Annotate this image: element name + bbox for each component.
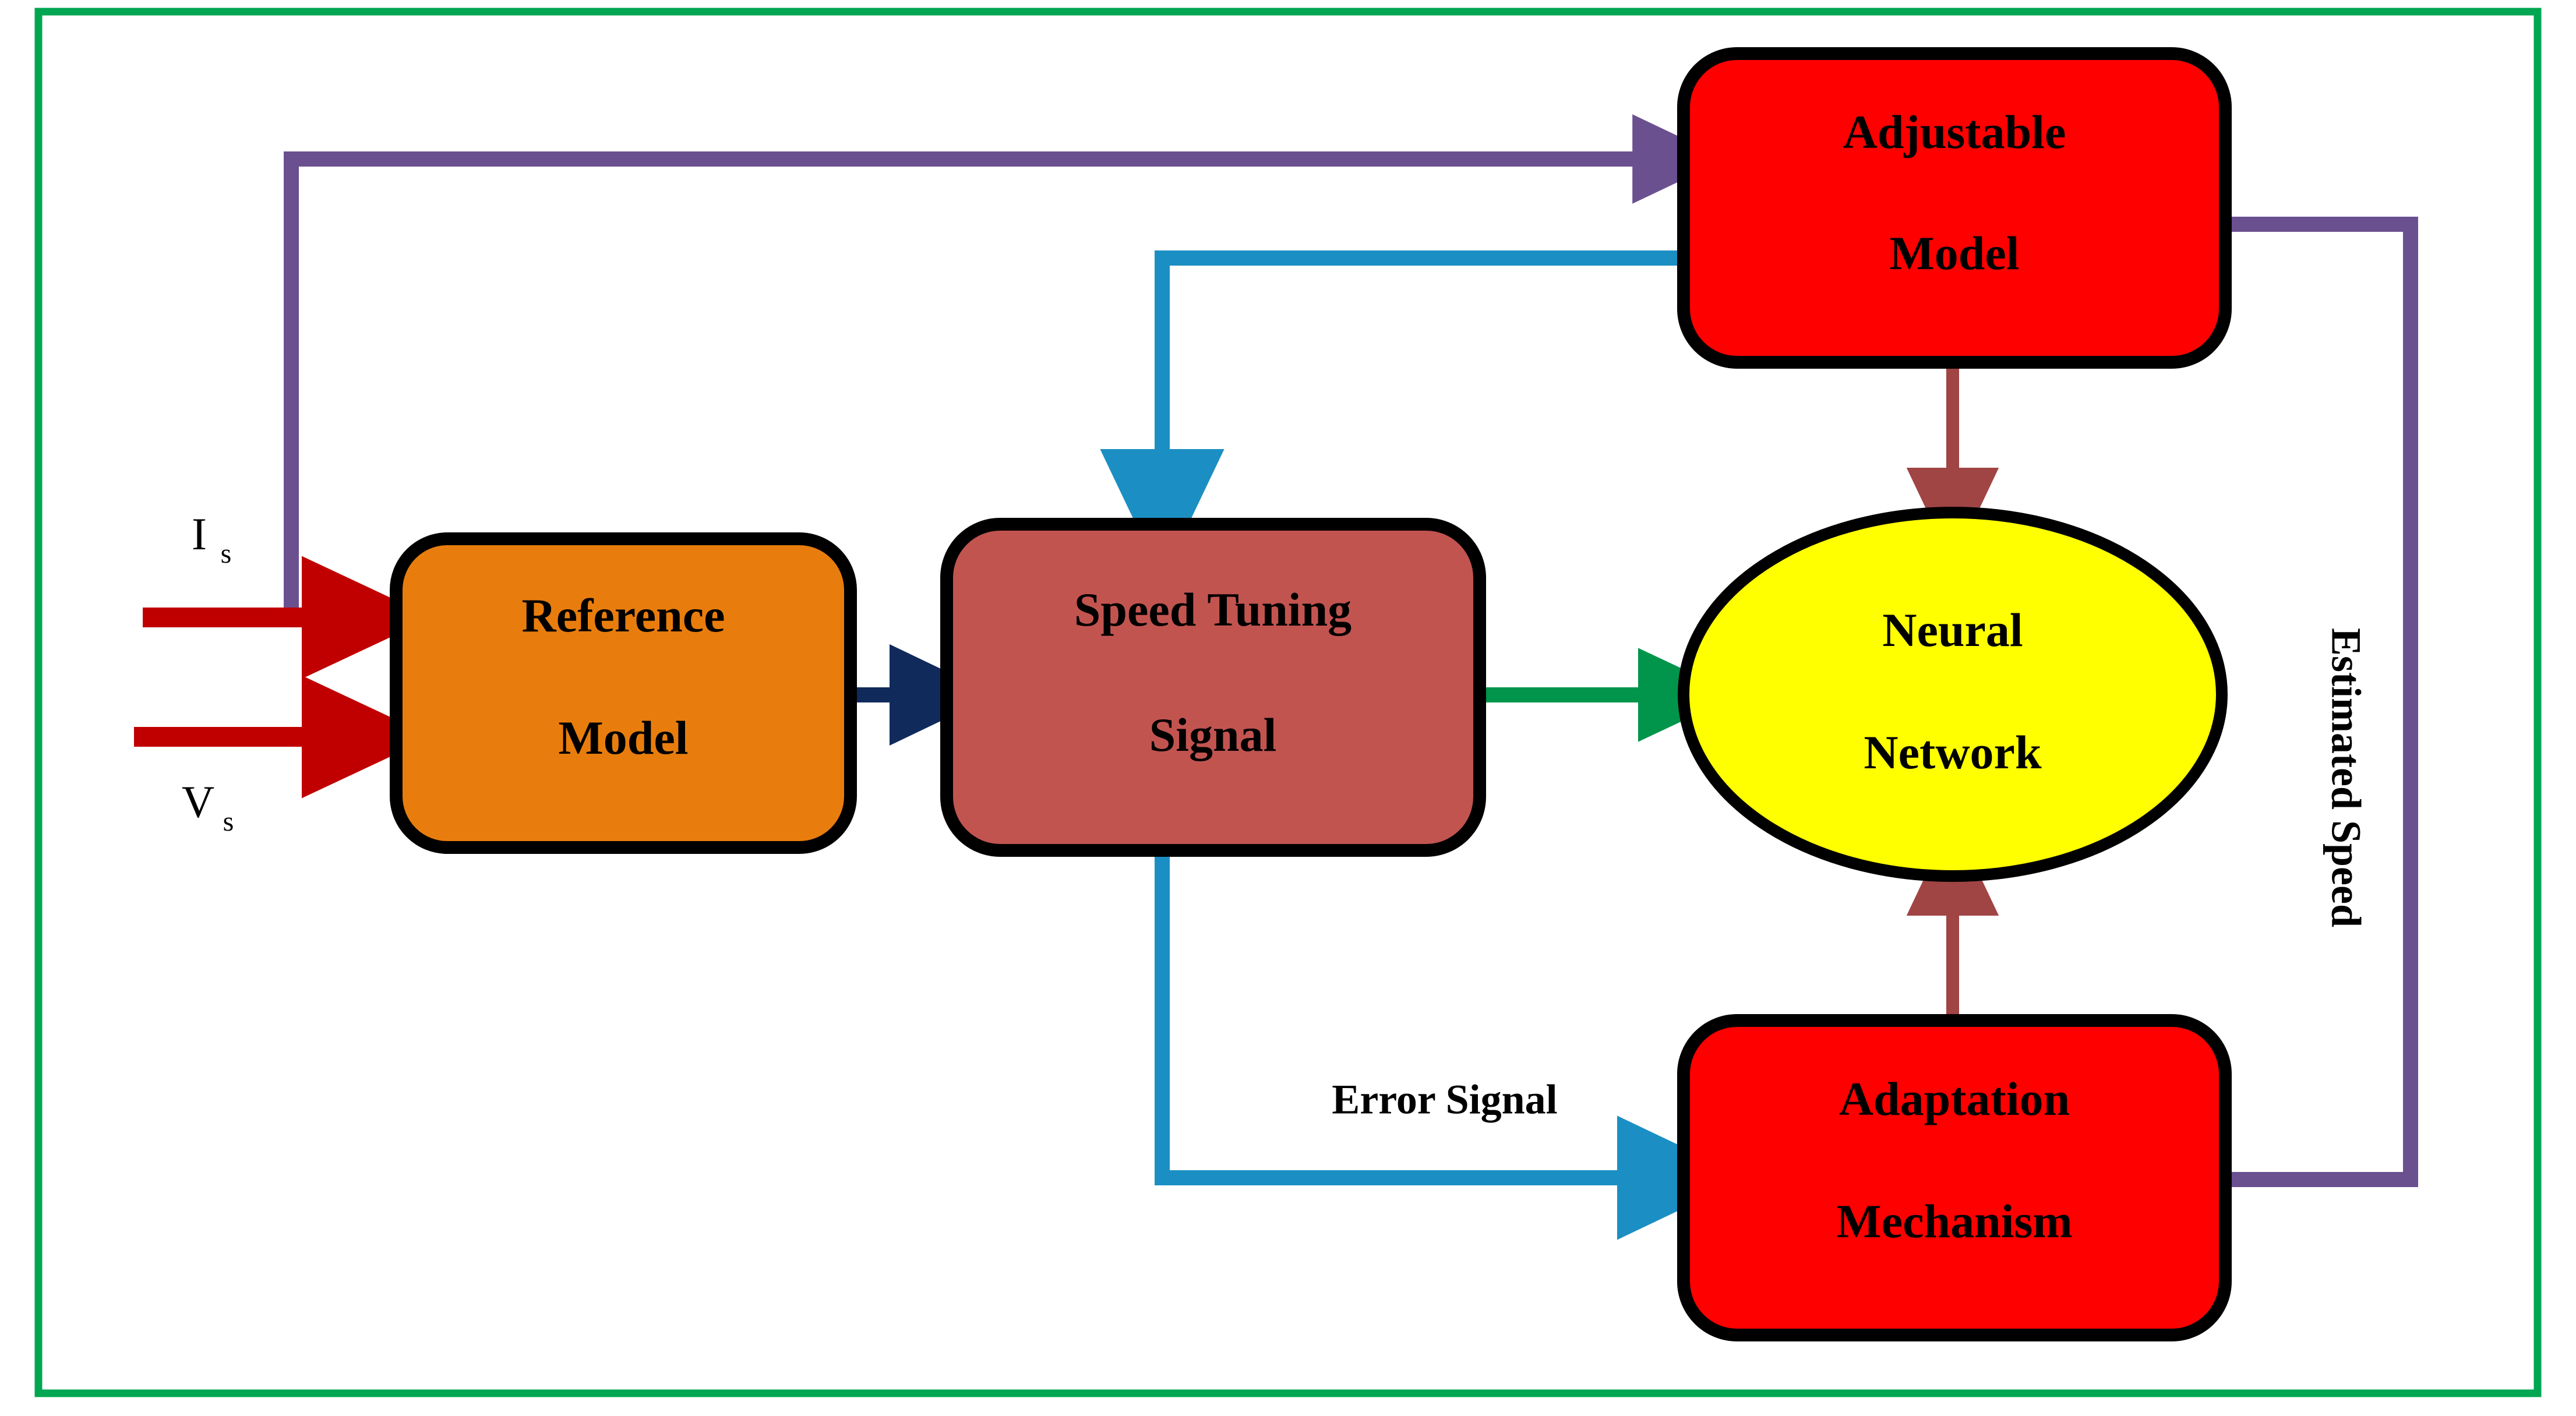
node-adjustable-model[interactable]: Adjustable Model (1677, 47, 2232, 369)
adaptation-mechanism-shape[interactable] (1677, 1014, 2232, 1341)
adjustable-model-label-line2: Model (1889, 227, 2019, 280)
speed-tuning-signal-label-line2: Signal (1149, 708, 1277, 761)
edge-error-signal (1155, 842, 1748, 1240)
adaptation-mechanism-label-line1: Adaptation (1839, 1072, 2070, 1125)
outer-green-border (34, 8, 2542, 1397)
current-symbol: I (192, 509, 207, 559)
node-adaptation-mechanism[interactable]: Adaptation Mechanism (1677, 1014, 2232, 1341)
adaptation-mechanism-label-line2: Mechanism (1836, 1195, 2072, 1248)
reference-model-label-line2: Model (558, 711, 688, 764)
label-current-input: I s (192, 509, 231, 569)
node-reference-model[interactable]: Reference Model (390, 532, 857, 854)
node-speed-tuning-signal[interactable]: Speed Tuning Signal (940, 518, 1486, 857)
neural-network-label-line1: Neural (1882, 603, 2023, 656)
adjustable-model-shape[interactable] (1677, 47, 2232, 369)
edge-adjustable-to-tuning (1100, 250, 1678, 580)
speed-tuning-signal-shape[interactable] (940, 518, 1486, 857)
neural-network-label-line2: Network (1864, 726, 2042, 779)
speed-tuning-signal-label-line1: Speed Tuning (1074, 583, 1351, 636)
voltage-symbol: V (182, 776, 214, 827)
reference-model-label-line1: Reference (521, 589, 725, 642)
neural-network-shape[interactable] (1678, 507, 2228, 882)
error-signal-label: Error Signal (1332, 1076, 1557, 1123)
reference-model-shape[interactable] (390, 532, 857, 854)
current-subscript: s (221, 538, 232, 569)
edge-adjustable-input-loop (284, 114, 1727, 617)
label-voltage-input: V s (182, 776, 234, 837)
estimated-speed-label: Estimated Speed (2323, 628, 2369, 927)
node-neural-network[interactable]: Neural Network (1678, 507, 2228, 882)
voltage-subscript: s (223, 806, 234, 837)
adjustable-model-label-line1: Adjustable (1843, 105, 2066, 158)
